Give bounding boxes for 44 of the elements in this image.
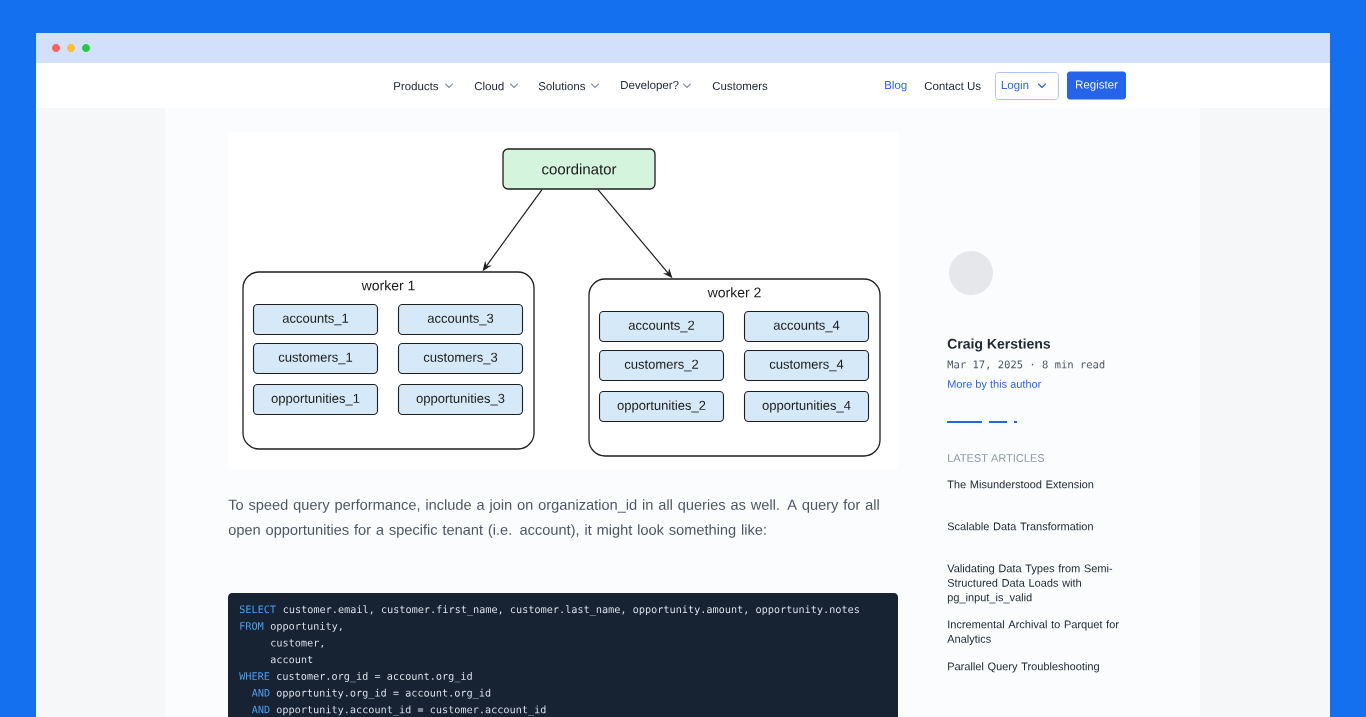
code-keyword: AND <box>251 705 270 714</box>
login-button: Login <box>995 72 1059 100</box>
article-link: The Misunderstood Extension <box>947 480 1094 489</box>
code-keyword: FROM <box>240 622 264 630</box>
article-link: Parallel Query Troubleshooting <box>948 662 1099 673</box>
section-heading: LATEST ARTICLES <box>948 454 1045 462</box>
shard-box: customers_3 <box>397 342 524 375</box>
body-paragraph: To speed query performance, include a join on organization_id in all queries as well. A query for all open opportunities for a specific tenant (i.e. account), it might look something like: <box>228 499 879 538</box>
nav-link: Cloud <box>474 81 504 91</box>
shard-box: accounts_4 <box>743 310 870 343</box>
nav-link: Blog <box>885 80 907 92</box>
nav-link: Products <box>394 81 439 91</box>
shard-box: accounts_2 <box>598 310 725 343</box>
nav-link: Solutions <box>538 81 586 91</box>
code-keyword: AND <box>251 689 270 697</box>
coordinator-box: coordinator <box>502 148 656 190</box>
code-text: opportunity, <box>270 621 342 632</box>
shard-box: opportunities_3 <box>397 383 524 416</box>
code-text: customer, <box>271 639 324 648</box>
shard-box: opportunities_2 <box>598 390 725 423</box>
shard-box: accounts_1 <box>252 303 379 336</box>
article-link: Incremental Archival to Parquet for Analytics <box>947 620 1119 645</box>
shard-box: opportunities_4 <box>743 390 870 423</box>
post-date: Mar 17, 2025 · 8 min read <box>947 360 1105 370</box>
register-button: Register <box>1067 71 1126 100</box>
nav-link: Developer? <box>621 80 679 92</box>
code-text: opportunity.org_id = account.org_id <box>276 688 491 699</box>
article-link: Scalable Data Transformation <box>947 522 1093 531</box>
code-text: customer.email, customer.first_name, customer.last_name, opportunity.amount, opportunity.notes <box>283 605 859 616</box>
shard-box: accounts_3 <box>397 303 524 336</box>
nav-link: Contact Us <box>924 81 981 91</box>
code-keyword: WHERE <box>239 672 270 680</box>
code-keyword: SELECT <box>239 605 276 614</box>
shard-box: opportunities_1 <box>252 383 379 416</box>
nav-link: Customers <box>712 81 768 91</box>
author-name: Craig Kerstiens <box>947 338 1051 352</box>
shard-box: customers_4 <box>743 349 870 382</box>
code-text: customer.org_id = account.org_id <box>277 672 472 683</box>
shard-box: customers_2 <box>598 349 725 382</box>
code-text: account <box>270 655 313 664</box>
shard-box: customers_1 <box>252 342 379 375</box>
author-link: More by this author <box>948 379 1042 391</box>
code-text: opportunity.account_id = customer.account_id <box>276 705 546 716</box>
article-link: Validating Data Types from Semi-Structured Data Loads with pg_input_is_valid <box>947 564 1113 604</box>
